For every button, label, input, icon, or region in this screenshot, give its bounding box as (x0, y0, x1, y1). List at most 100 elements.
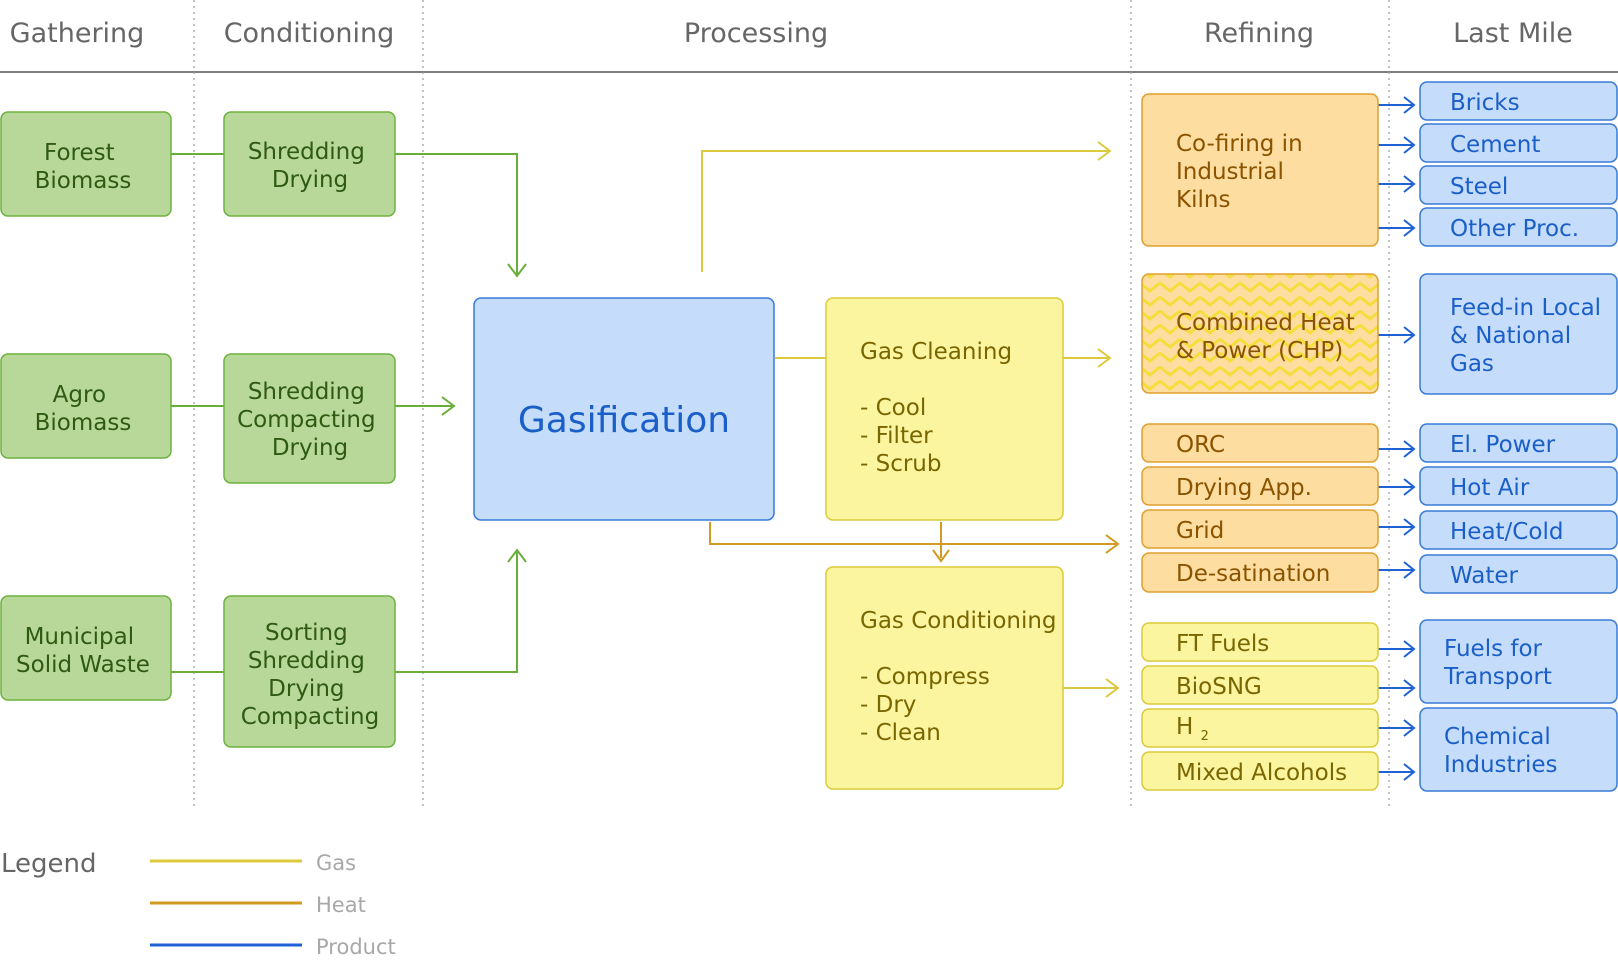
label-line: FT Fuels (1176, 631, 1269, 657)
gas-conditioning-box: Gas Conditioning - Compress - Dry - Clea… (825, 566, 1064, 790)
label-line: Transport (1443, 664, 1552, 690)
label-line: Agro (53, 382, 106, 408)
label-line: Gas (1450, 351, 1494, 377)
label-line: Biomass (35, 168, 132, 194)
header-last-mile: Last Mile (1453, 18, 1573, 49)
label-line: Kilns (1176, 187, 1230, 213)
svg-text:Forest Biomass: Forest Biomass (35, 140, 132, 194)
label-line: Heat/Cold (1450, 519, 1563, 545)
refining-h2: H 2 (1141, 708, 1379, 748)
lastmile-feed-in-gas: Feed-in Local & National Gas (1419, 273, 1618, 395)
label-line: Drying (272, 435, 348, 461)
conditioning-agro: Shredding Compacting Drying (223, 353, 396, 484)
label-line: Feed-in Local (1450, 295, 1601, 321)
label-line: Industries (1444, 752, 1558, 778)
label-line: & Power (CHP) (1176, 338, 1343, 364)
lastmile-steel: Steel (1419, 165, 1618, 205)
gas-cleaning-title: Gas Cleaning (860, 339, 1012, 365)
label-line: ORC (1176, 432, 1225, 458)
lastmile-hot-air: Hot Air (1419, 466, 1618, 506)
refining-ft-fuels: FT Fuels (1141, 622, 1379, 662)
svg-text:Sorting Shredding: Sorting Shredding Drying Compacting (241, 620, 379, 730)
source-agro-biomass: Agro Biomass (0, 353, 172, 459)
refining-desatination: De-satination (1141, 552, 1379, 593)
refining-chp: Combined Heat & Power (CHP) (1141, 273, 1379, 394)
refining-cofiring: Co-firing in Industrial Kilns (1141, 93, 1379, 247)
svg-text:Shredding Compacting: Shredding Compacting Drying (237, 379, 383, 461)
svg-text:Shredding Drying: Shredding Drying (248, 139, 372, 193)
label-line: Biomass (35, 410, 132, 436)
h2-subscript: 2 (1201, 729, 1209, 744)
lastmile-heat-cold: Heat/Cold (1419, 510, 1618, 550)
legend-product-label: Product (316, 935, 396, 959)
gas-conditioning-item: - Dry (860, 692, 916, 718)
label-line: Cement (1450, 132, 1540, 158)
gas-conditioning-title: Gas Conditioning (860, 608, 1057, 634)
refining-grid: Grid (1141, 509, 1379, 549)
gas-conditioning-item: - Compress (860, 664, 990, 690)
refining-orc: ORC (1141, 423, 1379, 463)
heat-lines (709, 522, 1120, 563)
svg-text:Combined Heat & Power (C: Combined Heat & Power (CHP) (1176, 310, 1362, 364)
svg-text:Gas Conditioning - Compr: Gas Conditioning - Compress - Dry - Clea… (860, 608, 1064, 746)
label-line: Shredding (248, 139, 365, 165)
column-headers: Gathering Conditioning Processing Refini… (10, 18, 1573, 49)
lastmile-other-proc: Other Proc. (1419, 207, 1618, 247)
label-line: Steel (1450, 174, 1508, 200)
label-line: & National (1450, 323, 1571, 349)
conditioning-forest: Shredding Drying (223, 111, 396, 217)
conditioning-msw: Sorting Shredding Drying Compacting (223, 595, 396, 748)
label-line: Industrial (1176, 159, 1284, 185)
label-line: Drying App. (1176, 475, 1312, 501)
header-conditioning: Conditioning (224, 18, 395, 49)
legend: Legend Gas Heat Product (1, 849, 396, 959)
gas-lines (701, 141, 1120, 698)
label-line: BioSNG (1176, 674, 1262, 700)
label-line: De-satination (1176, 561, 1330, 587)
header-gathering: Gathering (10, 18, 145, 49)
refining-mixed-alcohols: Mixed Alcohols (1141, 751, 1379, 791)
svg-text:Municipal Solid Waste: Municipal Solid Waste (16, 624, 150, 678)
label-line: Solid Waste (16, 652, 150, 678)
label-line: Municipal (25, 624, 135, 650)
label-line: Hot Air (1450, 475, 1530, 501)
gas-cleaning-item: - Scrub (860, 451, 942, 477)
label-line: Shredding (248, 648, 365, 674)
header-processing: Processing (684, 18, 828, 49)
gas-cleaning-item: - Cool (860, 395, 926, 421)
label-line: Combined Heat (1176, 310, 1355, 336)
label-line: Drying (268, 676, 344, 702)
lastmile-water: Water (1419, 554, 1618, 594)
column-separators (193, 0, 1390, 806)
label-line: Shredding (248, 379, 365, 405)
label-line: Compacting (237, 407, 375, 433)
svg-text:Co-firing in Industrial: Co-firing in Industrial Kilns (1176, 131, 1310, 213)
h2-base: H (1176, 714, 1193, 740)
gasification-box: Gasification (473, 297, 775, 521)
label-line: Water (1450, 563, 1519, 589)
gas-cleaning-box: Gas Cleaning - Cool - Filter - Scrub (825, 297, 1064, 521)
lastmile-bricks: Bricks (1419, 81, 1618, 121)
lastmile-cement: Cement (1419, 123, 1618, 163)
svg-text:Fuels for Transport: Fuels for Transport (1443, 636, 1552, 690)
lastmile-fuels-transport: Fuels for Transport (1419, 619, 1618, 704)
label-line: Drying (272, 167, 348, 193)
feed-lines (171, 153, 527, 673)
label-line: El. Power (1450, 432, 1556, 458)
legend-gas-label: Gas (316, 851, 356, 875)
svg-text:H 2: H 2 (1176, 714, 1209, 744)
label-line: Compacting (241, 704, 379, 730)
label-line: Other Proc. (1450, 216, 1579, 242)
svg-text:Agro Biomass: Agro Biomass (35, 382, 132, 436)
lastmile-el-power: El. Power (1419, 423, 1618, 463)
refining-drying-app: Drying App. (1141, 466, 1379, 506)
svg-text:Gas Cleaning - Cool: Gas Cleaning - Cool - Filter - Scrub (860, 339, 1019, 477)
label-line: Forest (44, 140, 115, 166)
lastmile-chemical-industries: Chemical Industries (1419, 707, 1618, 792)
gas-cleaning-item: - Filter (860, 423, 933, 449)
source-forest-biomass: Forest Biomass (0, 111, 172, 217)
header-refining: Refining (1204, 18, 1314, 49)
svg-text:Chemical Industries: Chemical Industries (1444, 724, 1558, 778)
product-lines (1378, 96, 1416, 781)
